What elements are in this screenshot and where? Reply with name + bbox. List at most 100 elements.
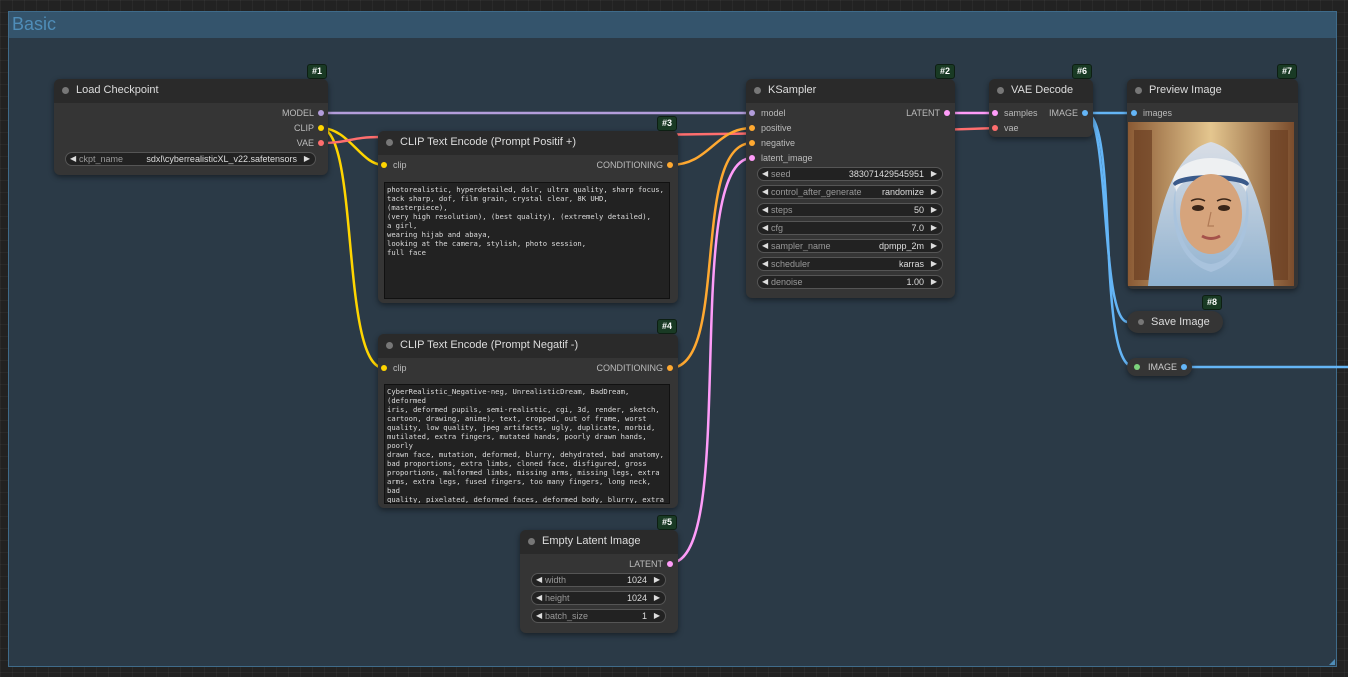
prompt-textarea[interactable]: photorealistic, hyperdetailed, dslr, ult… (384, 182, 670, 299)
port-dot-icon[interactable] (318, 125, 324, 131)
output-clip[interactable]: CLIP (294, 122, 324, 134)
collapse-dot-icon[interactable] (1138, 319, 1144, 325)
collapse-dot-icon[interactable] (1135, 87, 1142, 94)
node-ksampler[interactable]: KSampler model positive negative latent_… (746, 79, 955, 298)
port-dot-icon[interactable] (749, 110, 755, 116)
widget-ckpt-name[interactable]: ◀ ckpt_name sdxl\cyberrealisticXL_v22.sa… (65, 152, 316, 166)
output-latent[interactable]: LATENT (629, 558, 673, 570)
port-dot-icon[interactable] (1134, 364, 1140, 370)
port-dot-icon[interactable] (667, 365, 673, 371)
widget-sampler-name[interactable]: ◀ sampler_name dpmpp_2m ▶ (757, 239, 943, 253)
output-conditioning[interactable]: CONDITIONING (597, 362, 673, 374)
arrow-right-icon[interactable]: ▶ (653, 611, 660, 620)
collapse-dot-icon[interactable] (386, 139, 393, 146)
arrow-left-icon[interactable]: ◀ (762, 277, 769, 286)
widget-batch-size[interactable]: ◀ batch_size 1 ▶ (531, 609, 666, 623)
port-dot-icon[interactable] (992, 125, 998, 131)
output-model[interactable]: MODEL (282, 107, 324, 119)
port-dot-icon[interactable] (1082, 110, 1088, 116)
collapse-dot-icon[interactable] (997, 87, 1004, 94)
node-title-bar[interactable]: Preview Image (1127, 79, 1298, 103)
port-dot-icon[interactable] (749, 140, 755, 146)
output-vae[interactable]: VAE (297, 137, 324, 149)
arrow-right-icon[interactable]: ▶ (930, 259, 937, 268)
output-conditioning[interactable]: CONDITIONING (597, 159, 673, 171)
widget-denoise[interactable]: ◀ denoise 1.00 ▶ (757, 275, 943, 289)
port-dot-icon[interactable] (1181, 364, 1187, 370)
node-title-bar[interactable]: CLIP Text Encode (Prompt Positif +) (378, 131, 678, 155)
output-latent[interactable]: LATENT (906, 107, 950, 119)
arrow-right-icon[interactable]: ▶ (653, 593, 660, 602)
widget-steps[interactable]: ◀ steps 50 ▶ (757, 203, 943, 217)
port-dot-icon[interactable] (381, 162, 387, 168)
prompt-textarea[interactable]: CyberRealistic_Negative-neg, Unrealistic… (384, 384, 670, 504)
port-dot-icon[interactable] (318, 110, 324, 116)
group-header[interactable]: Basic (9, 12, 1336, 38)
widget-seed[interactable]: ◀ seed 383071429545951 ▶ (757, 167, 943, 181)
input-model[interactable]: model (749, 107, 786, 119)
arrow-right-icon[interactable]: ▶ (930, 205, 937, 214)
arrow-left-icon[interactable]: ◀ (536, 575, 543, 584)
node-save-image[interactable]: Save Image (1127, 311, 1223, 333)
port-dot-icon[interactable] (749, 155, 755, 161)
arrow-left-icon[interactable]: ◀ (70, 154, 77, 163)
arrow-right-icon[interactable]: ▶ (930, 241, 937, 250)
input-positive[interactable]: positive (749, 122, 792, 134)
output-image[interactable]: IMAGE (1049, 107, 1088, 119)
input-clip[interactable]: clip (381, 362, 407, 374)
arrow-right-icon[interactable]: ▶ (930, 187, 937, 196)
arrow-left-icon[interactable]: ◀ (762, 259, 769, 268)
node-id-badge: #3 (657, 116, 678, 131)
widget-scheduler[interactable]: ◀ scheduler karras ▶ (757, 257, 943, 271)
port-dot-icon[interactable] (1131, 110, 1137, 116)
node-title: VAE Decode (1011, 84, 1074, 96)
arrow-right-icon[interactable]: ▶ (930, 223, 937, 232)
node-clip-text-encode-positive[interactable]: CLIP Text Encode (Prompt Positif +) clip… (378, 131, 678, 303)
arrow-right-icon[interactable]: ▶ (930, 169, 937, 178)
input-latent-image[interactable]: latent_image (749, 152, 813, 164)
preview-image-output[interactable] (1128, 122, 1294, 286)
arrow-right-icon[interactable]: ▶ (653, 575, 660, 584)
node-title-bar[interactable]: Load Checkpoint (54, 79, 328, 103)
widget-width[interactable]: ◀ width 1024 ▶ (531, 573, 666, 587)
port-dot-icon[interactable] (667, 162, 673, 168)
widget-control-after-generate[interactable]: ◀ control_after_generate randomize ▶ (757, 185, 943, 199)
arrow-left-icon[interactable]: ◀ (762, 241, 769, 250)
node-title-bar[interactable]: VAE Decode (989, 79, 1093, 103)
arrow-left-icon[interactable]: ◀ (762, 187, 769, 196)
arrow-left-icon[interactable]: ◀ (536, 611, 543, 620)
node-reroute-image[interactable]: IMAGE (1127, 358, 1192, 376)
collapse-dot-icon[interactable] (754, 87, 761, 94)
port-dot-icon[interactable] (318, 140, 324, 146)
input-negative[interactable]: negative (749, 137, 795, 149)
arrow-right-icon[interactable]: ▶ (303, 154, 310, 163)
node-title: Empty Latent Image (542, 535, 641, 547)
node-title-bar[interactable]: CLIP Text Encode (Prompt Negatif -) (378, 334, 678, 358)
arrow-left-icon[interactable]: ◀ (762, 169, 769, 178)
input-images[interactable]: images (1131, 107, 1172, 119)
widget-cfg[interactable]: ◀ cfg 7.0 ▶ (757, 221, 943, 235)
collapse-dot-icon[interactable] (62, 87, 69, 94)
node-empty-latent-image[interactable]: Empty Latent Image LATENT ◀ width 1024 ▶… (520, 530, 678, 633)
group-resize-handle[interactable] (1329, 659, 1335, 665)
arrow-right-icon[interactable]: ▶ (930, 277, 937, 286)
arrow-left-icon[interactable]: ◀ (762, 223, 769, 232)
node-vae-decode[interactable]: VAE Decode samples vae IMAGE (989, 79, 1093, 137)
node-load-checkpoint[interactable]: Load Checkpoint MODEL CLIP VAE ◀ ckpt_na… (54, 79, 328, 175)
port-dot-icon[interactable] (992, 110, 998, 116)
widget-height[interactable]: ◀ height 1024 ▶ (531, 591, 666, 605)
node-clip-text-encode-negative[interactable]: CLIP Text Encode (Prompt Negatif -) clip… (378, 334, 678, 508)
input-vae[interactable]: vae (992, 122, 1019, 134)
input-samples[interactable]: samples (992, 107, 1038, 119)
arrow-left-icon[interactable]: ◀ (536, 593, 543, 602)
collapse-dot-icon[interactable] (386, 342, 393, 349)
collapse-dot-icon[interactable] (528, 538, 535, 545)
node-title-bar[interactable]: KSampler (746, 79, 955, 103)
port-dot-icon[interactable] (749, 125, 755, 131)
arrow-left-icon[interactable]: ◀ (762, 205, 769, 214)
port-dot-icon[interactable] (944, 110, 950, 116)
node-title-bar[interactable]: Empty Latent Image (520, 530, 678, 554)
port-dot-icon[interactable] (667, 561, 673, 567)
input-clip[interactable]: clip (381, 159, 407, 171)
port-dot-icon[interactable] (381, 365, 387, 371)
